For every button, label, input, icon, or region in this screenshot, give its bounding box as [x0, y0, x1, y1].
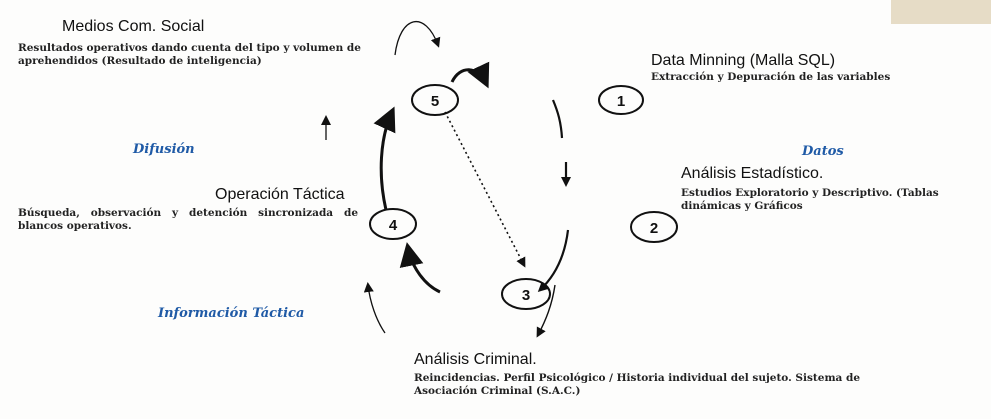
- node-5-label: 5: [431, 93, 439, 110]
- corner-swatch: [891, 0, 991, 24]
- analisis-criminal-description: Reincidencias. Perfil Psicológico / Hist…: [414, 372, 861, 397]
- node-4: 4: [369, 208, 417, 240]
- arrow-node-4-to-5: [373, 106, 396, 211]
- arrow-informacion-tactica: [363, 282, 386, 334]
- operacion-tactica-description: Búsqueda, observación y detención sincro…: [18, 207, 358, 232]
- medios-title: Medios Com. Social: [62, 18, 205, 35]
- phase-difusion: Difusión: [133, 142, 195, 157]
- node-1-label: 1: [617, 93, 625, 110]
- medios-description: Resultados operativos dando cuenta del t…: [18, 42, 361, 67]
- arrow-node-3-to-4: [399, 242, 441, 294]
- arrow-segment-upper: [551, 99, 564, 139]
- node-3: 3: [501, 278, 551, 310]
- dotted-arrow-node-5-to-3: [444, 111, 526, 268]
- node-3-label: 3: [522, 287, 530, 304]
- arrow-from-node-5: [450, 61, 490, 89]
- node-1: 1: [598, 85, 644, 115]
- data-minning-description: Extracción y Depuración de las variables: [651, 71, 891, 83]
- node-4-label: 4: [389, 217, 398, 234]
- node-5: 5: [411, 84, 459, 116]
- arrow-node-2-to-3: [537, 229, 570, 293]
- arrow-from-node-3: [536, 284, 556, 338]
- analisis-estadistico-title: Análisis Estadístico.: [681, 165, 824, 182]
- operacion-tactica-title: Operación Táctica: [215, 186, 345, 203]
- arrow-to-medios: [394, 20, 441, 56]
- phase-informacion-tactica: Información Táctica: [158, 306, 305, 321]
- node-2-label: 2: [650, 220, 658, 237]
- analisis-criminal-title: Análisis Criminal.: [414, 351, 537, 368]
- phase-datos: Datos: [802, 144, 844, 159]
- node-2: 2: [630, 211, 678, 243]
- analisis-estadistico-description: Estudios Exploratorio y Descriptivo. (Ta…: [681, 187, 939, 212]
- data-minning-title: Data Minning (Malla SQL): [651, 52, 836, 69]
